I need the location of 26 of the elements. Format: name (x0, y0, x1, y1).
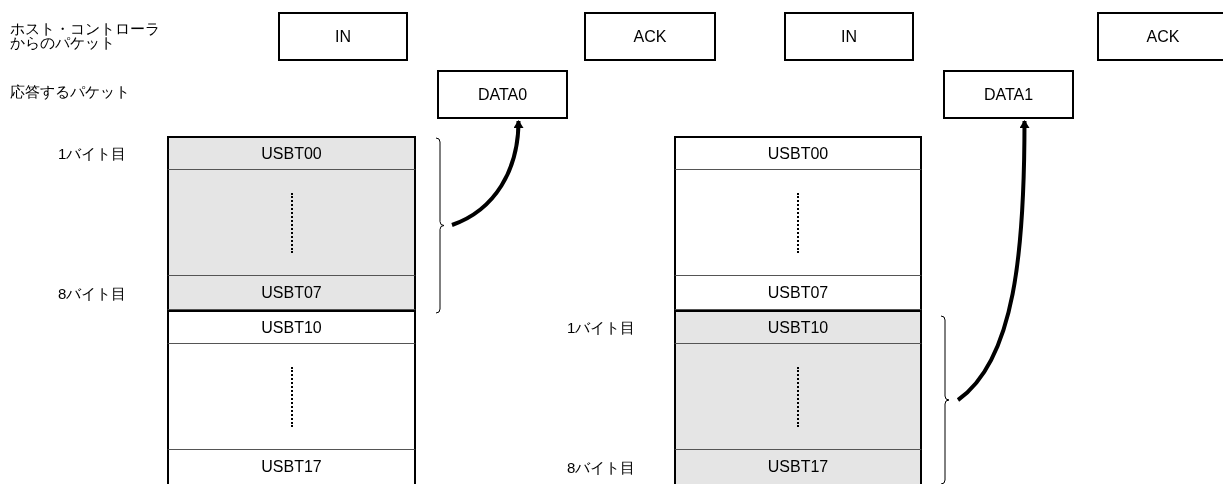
register-cell: USBT00 (167, 136, 416, 170)
packet-box: IN (784, 12, 914, 61)
byte-label: 8バイト目 (567, 461, 636, 475)
register-cell: USBT17 (674, 450, 922, 484)
register-cell: USBT17 (167, 450, 416, 484)
byte-label: 1バイト目 (58, 147, 127, 161)
packet-box: DATA1 (943, 70, 1074, 119)
register-cell (167, 344, 416, 450)
row-label: 応答するパケット (10, 85, 131, 99)
packet-box: ACK (584, 12, 716, 61)
row-label: ホスト・コントローラからのパケット (10, 22, 160, 50)
register-cell (167, 170, 416, 276)
packet-box: IN (278, 12, 408, 61)
register-cell: USBT10 (674, 310, 922, 344)
register-cell: USBT07 (674, 276, 922, 310)
arrow (451, 120, 524, 227)
byte-label: 8バイト目 (58, 287, 127, 301)
byte-label: 1バイト目 (567, 321, 636, 335)
packet-box: DATA0 (437, 70, 568, 119)
register-cell (674, 344, 922, 450)
arrow (956, 120, 1030, 402)
register-cell (674, 170, 922, 276)
packet-box: ACK (1097, 12, 1223, 61)
register-cell: USBT07 (167, 276, 416, 310)
register-cell: USBT10 (167, 310, 416, 344)
register-cell: USBT00 (674, 136, 922, 170)
